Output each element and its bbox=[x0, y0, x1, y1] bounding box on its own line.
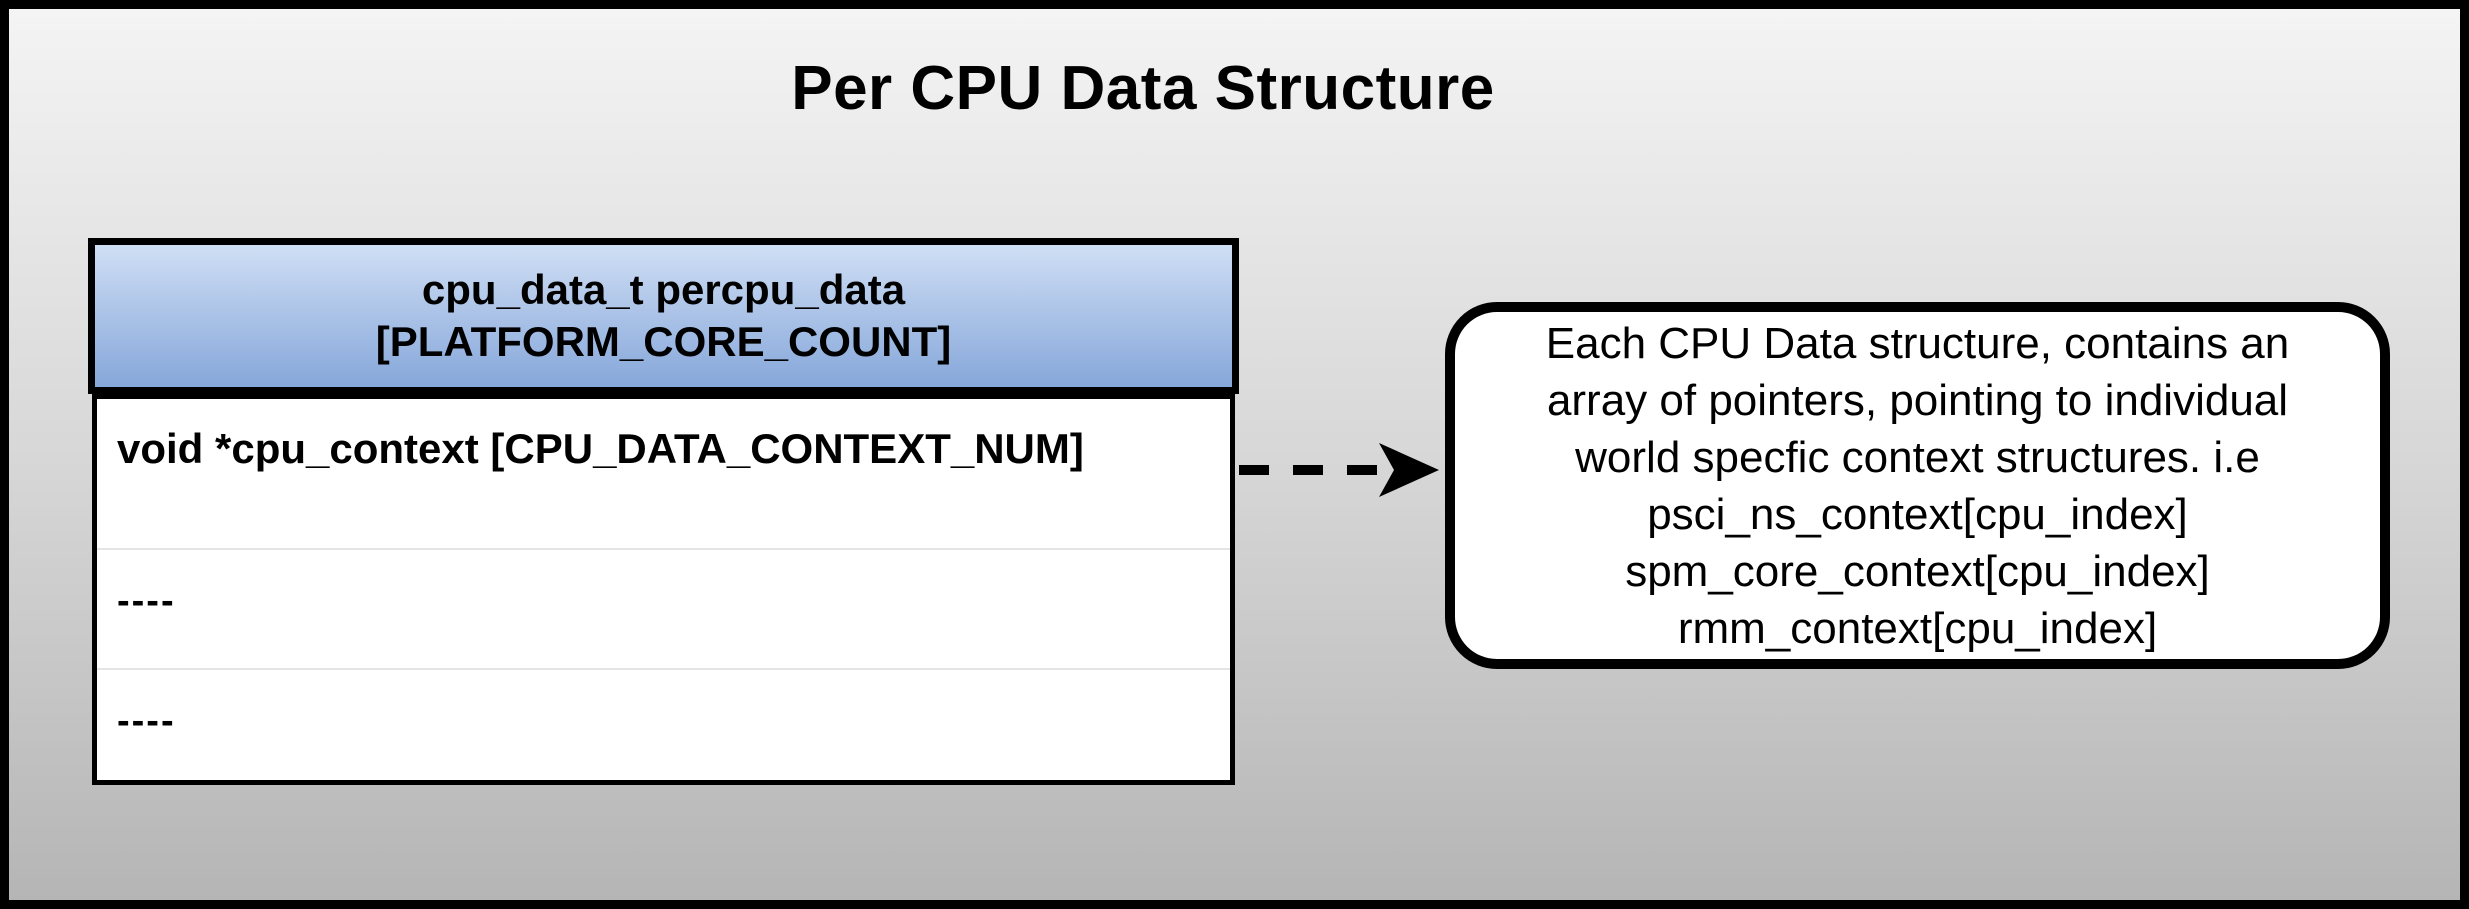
table-header-line-1: cpu_data_t percpu_data bbox=[421, 266, 906, 313]
callout-line: world specfic context structures. i.e bbox=[1575, 432, 2260, 482]
callout-box: Each CPU Data structure, contains an arr… bbox=[1445, 302, 2390, 669]
dashed-arrow bbox=[1239, 438, 1444, 502]
cpu-data-table-header: cpu_data_t percpu_data [PLATFORM_CORE_CO… bbox=[88, 238, 1239, 394]
callout-line: Each CPU Data structure, contains an bbox=[1545, 318, 2290, 368]
table-row: void *cpu_context [CPU_DATA_CONTEXT_NUM] bbox=[117, 425, 1084, 472]
table-header-line-2: [PLATFORM_CORE_COUNT] bbox=[375, 318, 952, 365]
cpu-data-table-body: void *cpu_context [CPU_DATA_CONTEXT_NUM]… bbox=[92, 394, 1235, 785]
diagram-title: Per CPU Data Structure bbox=[791, 54, 1495, 123]
table-row: ---- bbox=[97, 548, 1230, 668]
callout-line: psci_ns_context[cpu_index] bbox=[1647, 489, 2188, 539]
table-row: ---- bbox=[97, 668, 1230, 778]
callout-line: spm_core_context[cpu_index] bbox=[1625, 546, 2210, 596]
callout-line: array of pointers, pointing to individua… bbox=[1546, 375, 2289, 425]
dashed-arrow-icon bbox=[1239, 443, 1439, 497]
callout-line: rmm_context[cpu_index] bbox=[1677, 603, 2158, 653]
cpu-data-table: cpu_data_t percpu_data [PLATFORM_CORE_CO… bbox=[88, 238, 1239, 785]
